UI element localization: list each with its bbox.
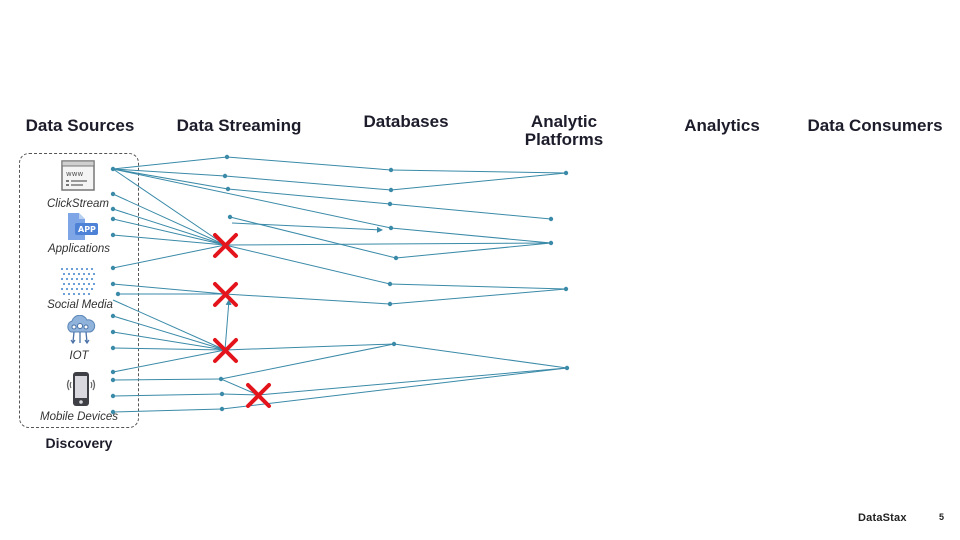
header-data-sources: Data Sources — [25, 116, 135, 135]
failure-cross-icon — [213, 282, 238, 307]
node — [393, 255, 399, 261]
mobile-phone-icon — [64, 371, 98, 409]
node — [391, 341, 397, 347]
discovery-label: Discovery — [45, 435, 113, 451]
flow-nodes — [110, 154, 570, 415]
node — [387, 281, 393, 287]
node — [387, 301, 393, 307]
node — [110, 232, 116, 238]
node — [388, 225, 394, 231]
node — [110, 281, 116, 287]
header-data-streaming: Data Streaming — [176, 116, 302, 135]
node — [110, 409, 116, 415]
node — [110, 313, 116, 319]
svg-text:www: www — [66, 170, 83, 178]
node — [388, 187, 394, 193]
node — [564, 365, 570, 371]
failure-cross-icon — [213, 338, 238, 363]
svg-text:APP: APP — [78, 225, 96, 234]
node — [222, 173, 228, 179]
node — [110, 166, 116, 172]
node — [219, 406, 225, 412]
source-label-social-media: Social Media — [47, 299, 113, 311]
node — [563, 286, 569, 292]
node — [225, 186, 231, 192]
node — [110, 377, 116, 383]
social-grid-icon — [60, 266, 96, 296]
node — [110, 369, 116, 375]
datastax-logo: DataStax — [858, 512, 907, 524]
node — [110, 191, 116, 197]
iot-cloud-icon — [63, 314, 97, 345]
node — [548, 216, 554, 222]
source-label-mobile-devices: Mobile Devices — [40, 411, 118, 423]
browser-window-icon: www — [61, 160, 95, 191]
header-analytics: Analytics — [684, 116, 760, 135]
node — [110, 329, 116, 335]
header-databases: Databases — [363, 112, 449, 131]
node — [387, 201, 393, 207]
failure-crosses — [213, 233, 271, 408]
node — [388, 167, 394, 173]
header-data-consumers: Data Consumers — [807, 116, 943, 135]
header-analytic-platforms: Analytic Platforms — [524, 112, 604, 149]
node — [218, 376, 224, 382]
node — [110, 265, 116, 271]
failure-cross-icon — [213, 233, 238, 258]
node — [224, 154, 230, 160]
flow-lines — [112, 156, 568, 413]
source-label-iot: IOT — [69, 350, 89, 362]
app-file-icon: APP — [66, 212, 100, 242]
node — [110, 393, 116, 399]
data-sources-group — [19, 153, 139, 428]
node — [227, 214, 233, 220]
node — [115, 291, 121, 297]
node — [219, 391, 225, 397]
node — [110, 345, 116, 351]
node — [563, 170, 569, 176]
source-label-clickstream: ClickStream — [47, 198, 109, 210]
failure-cross-icon — [246, 383, 271, 408]
page-number: 5 — [939, 512, 945, 522]
source-label-applications: Applications — [47, 243, 110, 255]
node — [110, 206, 116, 212]
node — [110, 216, 116, 222]
node — [548, 240, 554, 246]
